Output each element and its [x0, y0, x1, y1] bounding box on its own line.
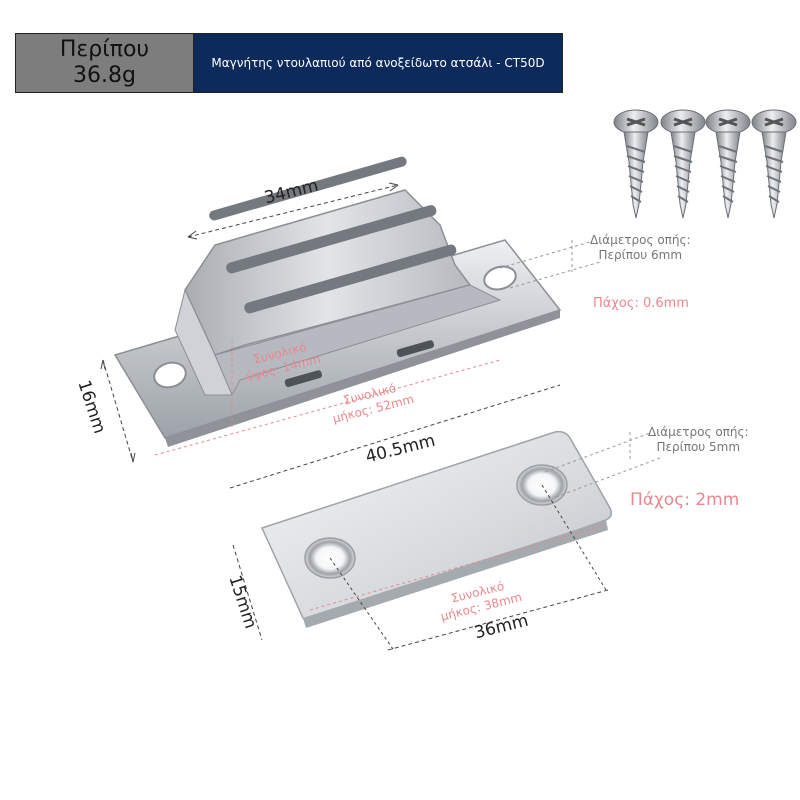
screw-icon: [705, 109, 751, 219]
plate-thickness-note: Πάχος: 2mm: [630, 490, 740, 510]
weight-value: 36.8g: [73, 63, 136, 88]
magnet-thickness-note: Πάχος: 0.6mm: [593, 296, 689, 311]
magnet-catch-icon: [113, 156, 562, 447]
screw-icon: [660, 109, 706, 219]
strike-plate-icon: [260, 430, 613, 628]
weight-label: Περίπου: [59, 37, 150, 62]
product-title: Μαγνήτης ντουλαπιού από ανοξείδωτο ατσάλ…: [211, 56, 545, 70]
magnet-hole-note: Διάμετρος οπής: Περίπου 6mm: [590, 233, 691, 262]
plate-hole-note: Διάμετρος οπής: Περίπου 5mm: [648, 425, 749, 454]
pink-dimension-lines: [154, 340, 606, 611]
screw-icon: [751, 109, 797, 219]
weight-badge: Περίπου 36.8g: [15, 33, 194, 93]
screw-icon: [613, 109, 659, 219]
annotation-lines: [499, 240, 661, 498]
product-title-bar: Μαγνήτης ντουλαπιού από ανοξείδωτο ατσάλ…: [194, 33, 563, 93]
dimension-lines: [100, 182, 609, 653]
